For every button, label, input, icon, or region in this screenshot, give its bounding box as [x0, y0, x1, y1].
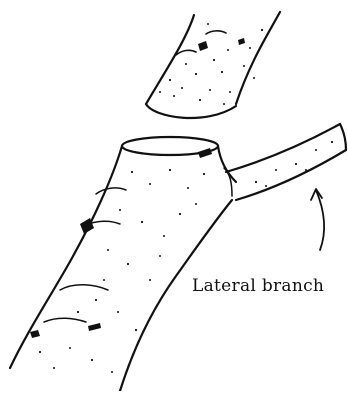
- lateral-branch-label: Lateral branch: [192, 276, 324, 296]
- main-trunk: [10, 137, 236, 391]
- lateral-branch: [224, 124, 346, 200]
- removed-branch-section: [146, 12, 280, 118]
- pointer-arrow: [311, 189, 324, 250]
